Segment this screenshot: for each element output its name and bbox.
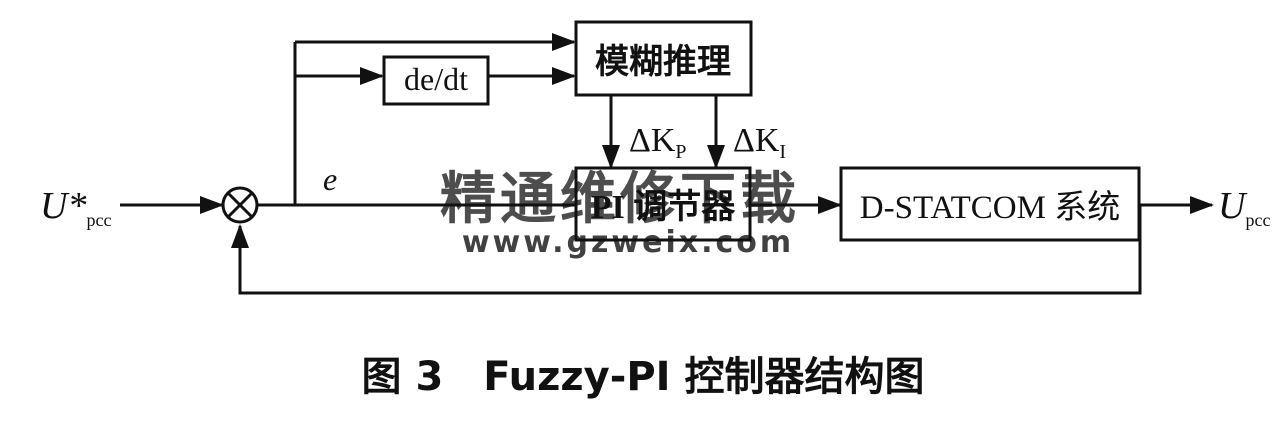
- pi-controller-block: [574, 166, 752, 242]
- input-signal-label: U*pcc: [40, 185, 111, 230]
- output-signal-label: Upcc: [1218, 185, 1270, 230]
- watermark-text: 精通维修下载: [440, 167, 800, 232]
- fuzzy-inference-block: [574, 20, 753, 97]
- dstatcom-system-block: [839, 166, 1141, 242]
- watermark-url: www.gzweix.com: [462, 225, 794, 260]
- delta-kp-label: ΔKP: [629, 122, 687, 163]
- fuzzy-inference-label: 模糊推理: [595, 43, 731, 81]
- error-signal-label: e: [323, 161, 337, 197]
- feedback-path: [231, 205, 1142, 295]
- summing-junction: [221, 186, 259, 224]
- derivative-block: [382, 55, 490, 106]
- derivative-label: de/dt: [404, 61, 468, 97]
- delta-ki-label: ΔKI: [733, 122, 786, 163]
- figure-caption: 图 3 Fuzzy-PI 控制器结构图: [362, 354, 925, 400]
- dstatcom-system-label: D-STATCOM 系统: [860, 189, 1120, 226]
- pi-controller-label: PI 调节器: [591, 188, 736, 226]
